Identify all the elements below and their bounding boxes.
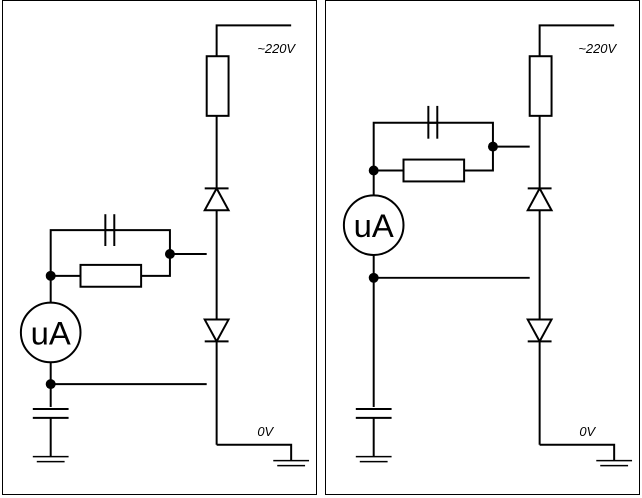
ground-wire — [539, 443, 616, 461]
ground-symbol-left — [355, 455, 392, 463]
supply-wire — [215, 24, 292, 57]
rc-resistor — [79, 263, 143, 288]
ground-voltage-label: 0V — [257, 424, 274, 439]
left-schematic: ~220V 0V — [19, 24, 310, 467]
rc-resistor-lead-right — [464, 146, 494, 172]
rc-resistor — [402, 158, 466, 183]
ground-capacitor — [32, 407, 69, 419]
ground-symbol-left — [32, 455, 69, 463]
ground-wire — [216, 443, 293, 461]
ground-symbol-right — [596, 459, 633, 467]
microammeter-label: uA — [31, 314, 71, 351]
supply-wire — [538, 24, 615, 57]
lower-diode — [203, 318, 231, 344]
junction-dot — [487, 141, 498, 152]
supply-voltage-label: ~220V — [578, 41, 617, 56]
lower-diode — [526, 318, 554, 344]
rc-capacitor — [427, 105, 439, 139]
series-resistor — [205, 55, 230, 117]
right-schematic-panel: ~220V 0V uA — [325, 0, 640, 495]
ground-capacitor — [355, 407, 392, 419]
supply-voltage-label: ~220V — [257, 41, 296, 56]
upper-diode — [203, 186, 231, 212]
upper-diode — [526, 186, 554, 212]
junction-dot — [164, 248, 175, 259]
junction-dot — [45, 270, 56, 281]
series-resistor — [528, 55, 553, 117]
right-schematic: ~220V 0V uA — [342, 24, 633, 467]
left-schematic-panel: ~220V 0V — [2, 0, 317, 495]
rc-capacitor — [104, 214, 116, 247]
rc-resistor-lead-right — [141, 253, 171, 277]
ground-voltage-label: 0V — [579, 424, 596, 439]
ground-symbol-right — [273, 459, 310, 467]
microammeter-label: uA — [354, 207, 394, 244]
